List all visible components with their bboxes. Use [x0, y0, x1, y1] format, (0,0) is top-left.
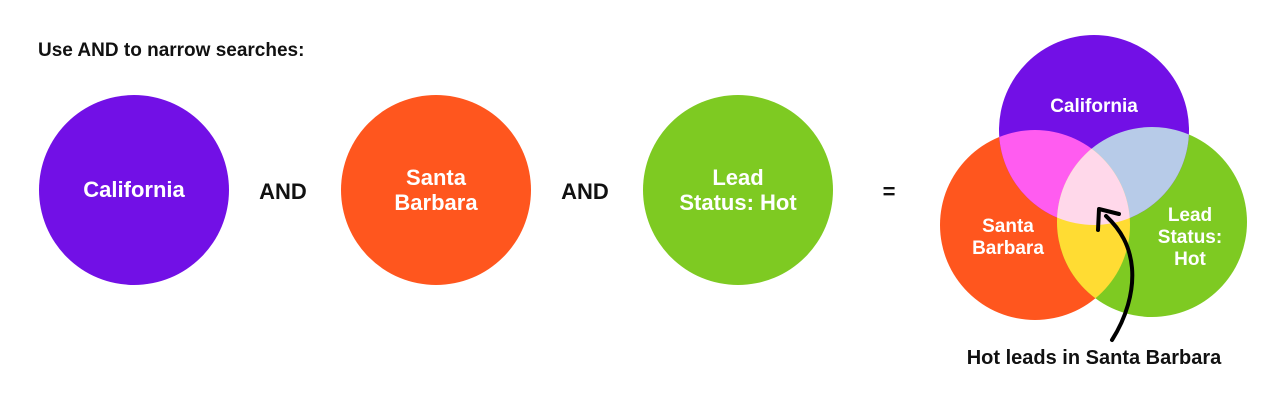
lead-status-circle-label-line1: Lead	[712, 165, 763, 190]
venn-lead-status-label-line2: Status:	[1158, 227, 1222, 248]
heading: Use AND to narrow searches:	[38, 40, 304, 61]
venn-caption: Hot leads in Santa Barbara	[967, 347, 1222, 369]
and-operator-1: AND	[259, 179, 307, 204]
venn-santa-barbara-label-line1: Santa	[982, 216, 1034, 237]
arrow-icon	[1096, 207, 1135, 342]
california-circle-label: California	[83, 177, 185, 202]
and-operator-2: AND	[561, 179, 609, 204]
santa-barbara-circle-label-line2: Barbara	[394, 190, 478, 215]
santa-barbara-circle-label-line1: Santa	[406, 165, 467, 190]
lead-status-circle	[643, 95, 833, 285]
santa-barbara-circle	[341, 95, 531, 285]
equals-operator: =	[883, 179, 896, 204]
venn-california-label: California	[1050, 96, 1138, 117]
lead-status-circle-label-line2: Status: Hot	[679, 190, 797, 215]
california-circle	[39, 95, 229, 285]
venn-santa-barbara-label-line2: Barbara	[972, 238, 1044, 259]
venn-lead-status-label-line1: Lead	[1168, 205, 1212, 226]
venn-lead-status-label-line3: Hot	[1174, 249, 1206, 270]
venn-overlap-all-three	[1057, 130, 1130, 225]
